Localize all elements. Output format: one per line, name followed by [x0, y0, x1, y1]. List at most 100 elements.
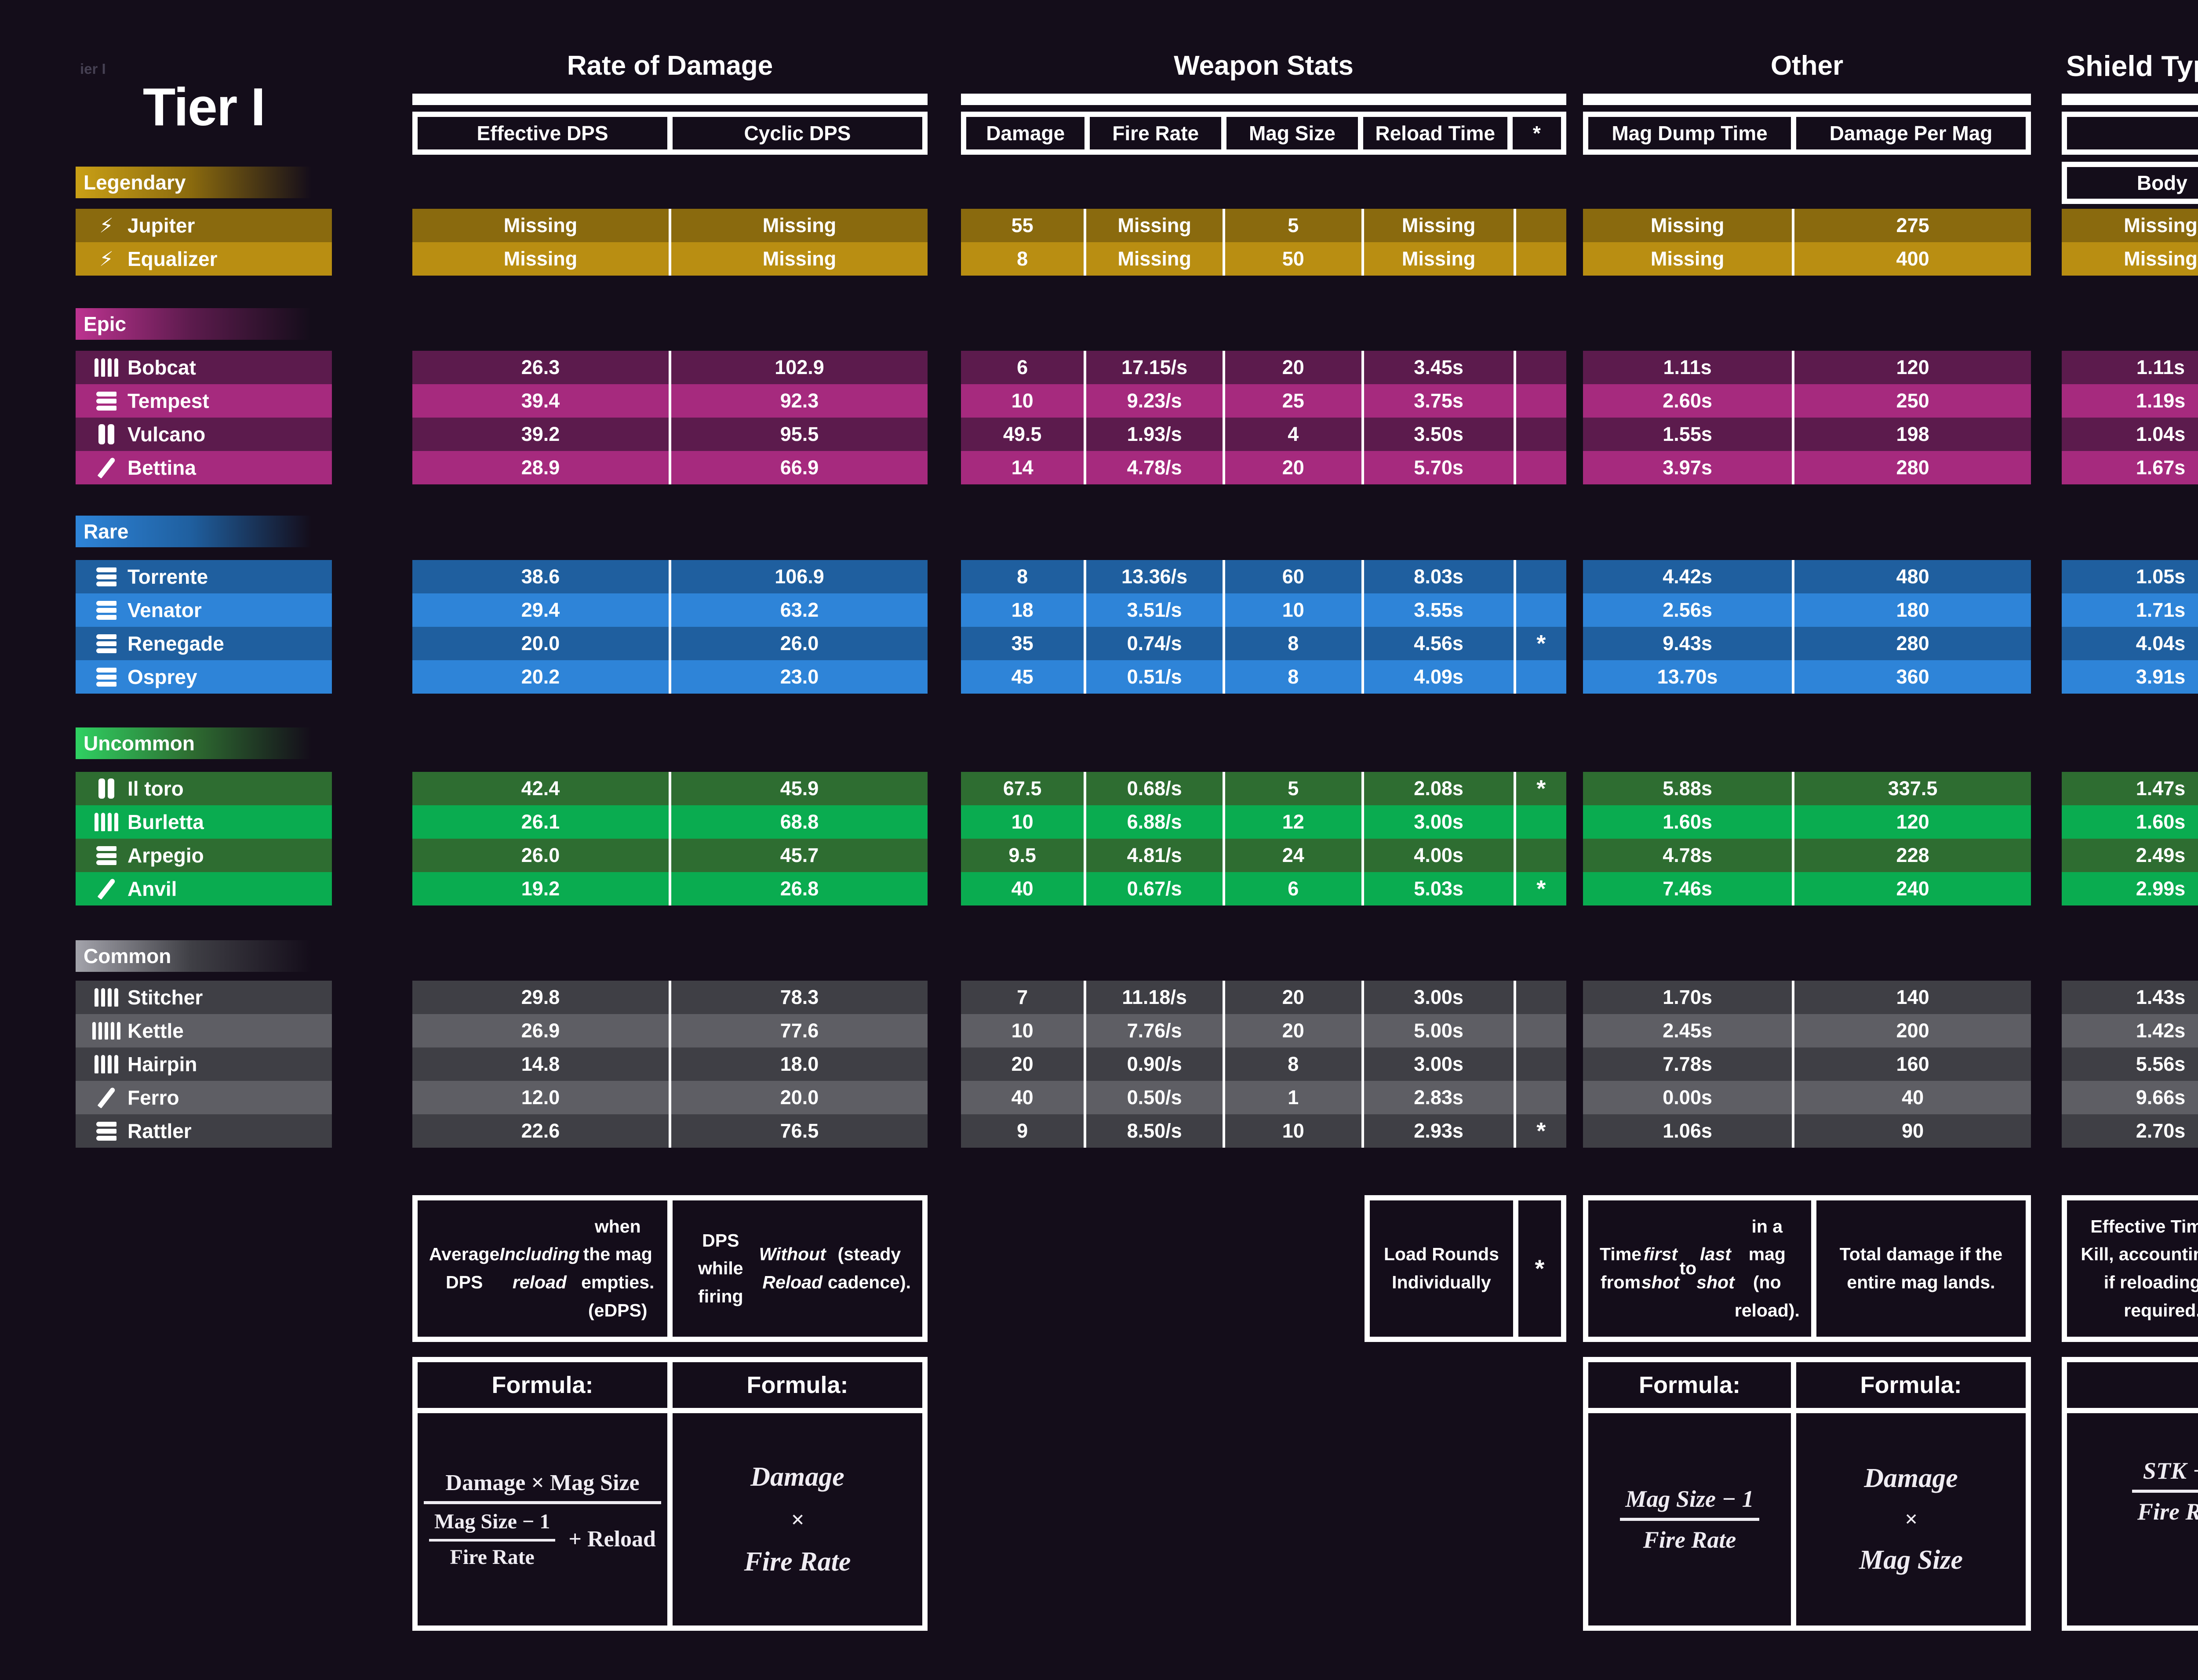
stat-cell-damage: 10 [1011, 389, 1033, 412]
weapon-name: Equalizer [127, 247, 218, 270]
star-cell [1513, 560, 1566, 593]
weapon-name: Il toro [127, 777, 184, 800]
star-cell [1513, 981, 1566, 1014]
stat-cell-fire_rate: 0.51/s [1084, 660, 1223, 694]
stat-cell-damage: 18 [1011, 599, 1033, 621]
stat-cell-mag_dump_time: 1.60s [1663, 811, 1712, 833]
column-header: Effective TTK [2067, 117, 2198, 149]
stat-cell-effective_dps: 12.0 [521, 1086, 560, 1109]
weapon-name-cell: Arpegio [76, 839, 332, 872]
stat-cell-fire_rate: 4.81/s [1084, 839, 1223, 872]
weapon-name: Stitcher [127, 986, 203, 1009]
stat-cell-mag_dump_time: 13.70s [1657, 665, 1718, 688]
stat-cell-effective_dps: 14.8 [521, 1053, 560, 1075]
stat-cell-reload_time: 4.09s [1361, 660, 1514, 694]
column-header: Mag Size [1226, 117, 1358, 149]
weapon-name-cell: Torrente [76, 560, 332, 593]
page-title: Tier I [142, 77, 266, 137]
stat-cell-cyclic_dps: 106.9 [669, 560, 928, 593]
rifle-rounds-icon [85, 1121, 127, 1141]
stat-cell-reload_time: 3.00s [1361, 981, 1514, 1014]
star-cell: * [1513, 627, 1566, 660]
weapon-name-cell: Kettle [76, 1014, 332, 1047]
column-header: Reload Time [1363, 117, 1507, 149]
stat-cell-cyclic_dps: 66.9 [669, 451, 928, 484]
note-ttk: Effective Time to Kill, accounting for i… [2067, 1200, 2198, 1337]
stat-cell-mag_size: 8 [1222, 660, 1361, 694]
stat-cell-mag_size: 10 [1222, 1114, 1361, 1148]
weapon-name: Rattler [127, 1120, 192, 1142]
stat-cell-ttk_body: 1.05s [2136, 565, 2186, 588]
stat-cell-damage_per_mag: 240 [1792, 872, 2031, 905]
stat-cell-mag_size: 12 [1222, 805, 1361, 839]
star-cell [1513, 351, 1566, 384]
group-title-weapon-stats: Weapon Stats [1174, 51, 1354, 81]
smg-bullets-icon [85, 813, 127, 831]
stat-cell-ttk_body: 1.43s [2136, 986, 2186, 1008]
rifle-rounds-icon [85, 634, 127, 653]
stat-cell-fire_rate: Missing [1084, 209, 1223, 242]
stat-cell-mag_size: 20 [1222, 981, 1361, 1014]
stat-cell-cyclic_dps: 26.0 [669, 627, 928, 660]
sniper-round-icon [85, 877, 127, 901]
section-bar-rare: Rare [76, 516, 332, 547]
stat-cell-reload_time: 2.93s [1361, 1114, 1514, 1148]
stat-cell-fire_rate: Missing [1084, 242, 1223, 276]
stat-cell-effective_dps: 42.4 [521, 777, 560, 800]
header-other: Mag Dump Time Damage Per Mag [1583, 112, 2031, 155]
stat-cell-effective_dps: 26.9 [521, 1019, 560, 1042]
stat-cell-cyclic_dps: 102.9 [669, 351, 928, 384]
weapon-row: Il toro [76, 772, 332, 805]
weapon-name-cell: Bettina [76, 451, 332, 484]
subheader-ttk: Body Head [2062, 162, 2198, 204]
weapon-name-cell: Hairpin [76, 1047, 332, 1081]
stat-cell-mag_size: 1 [1222, 1081, 1361, 1114]
header-bar [2062, 94, 2198, 105]
stat-cell-effective_dps: 39.4 [521, 389, 560, 412]
weapon-name: Osprey [127, 665, 197, 688]
weapon-name: Bettina [127, 456, 196, 479]
stat-cell-effective_dps: 22.6 [521, 1120, 560, 1142]
stat-cell-ttk_body: Missing [2124, 214, 2198, 236]
section-label: Uncommon [84, 732, 195, 755]
stat-cell-mag_dump_time: 0.00s [1663, 1086, 1712, 1109]
stat-cell-mag_size: 8 [1222, 1047, 1361, 1081]
weapon-name: Hairpin [127, 1053, 197, 1076]
stat-cell-mag_size: 5 [1222, 772, 1361, 805]
stat-cell-cyclic_dps: 95.5 [669, 418, 928, 451]
note-damage-per-mag: Total damage if the entire mag lands. [1816, 1200, 2026, 1337]
section-label: Epic [84, 313, 127, 335]
header-bar [1583, 94, 2031, 105]
stat-cell-damage: 45 [1011, 665, 1033, 688]
note-load-rounds: Load Rounds Individually * [1365, 1195, 1566, 1342]
stat-cell-mag_size: 6 [1222, 872, 1361, 905]
weapon-row: 1.42sMissing [2062, 1014, 2198, 1047]
formula-label: Formula: [418, 1362, 667, 1408]
star-cell [1513, 839, 1566, 872]
column-header: Body [2067, 167, 2198, 199]
rifle-rounds-icon [85, 567, 127, 586]
formula-rate-of-damage: Formula: Formula: Damage × Mag Size Mag … [412, 1357, 928, 1631]
